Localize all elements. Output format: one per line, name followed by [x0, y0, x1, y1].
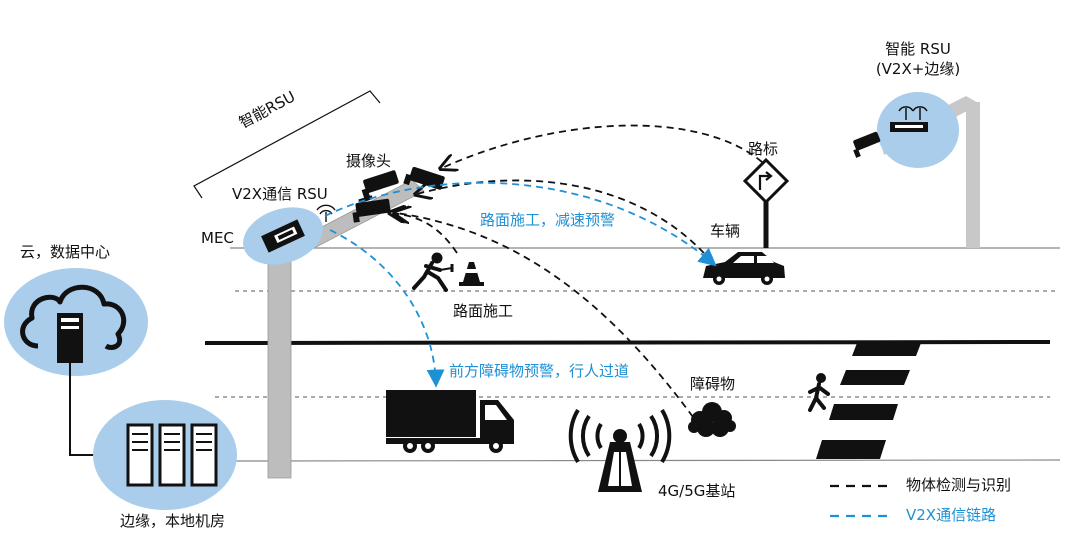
camera-icon [352, 166, 445, 223]
base-station-icon [568, 408, 672, 492]
road-construction-label: 路面施工 [453, 302, 514, 320]
base-station-label: 4G/5G基站 [658, 482, 736, 500]
smart-rsu-bracket [193, 90, 381, 199]
car-icon [703, 252, 785, 285]
construction-worker-icon [412, 252, 454, 292]
right-smart-rsu-unit [853, 92, 959, 168]
road-sign-icon [742, 157, 790, 248]
vehicle-label: 车辆 [710, 222, 741, 240]
road-lines [204, 247, 1061, 462]
cloud-unit [4, 268, 148, 376]
camera-label: 摄像头 [346, 152, 392, 170]
mec-label: MEC [201, 229, 234, 247]
legend-v2x-label: V2X通信链路 [906, 506, 997, 524]
smart-rsu-right-label-line2: (V2X+边缘) [875, 60, 961, 78]
cloud-label: 云，数据中心 [20, 243, 111, 261]
pedestrian-icon [808, 373, 830, 412]
road-sign-label: 路标 [748, 140, 779, 158]
legend-detection-label: 物体检测与识别 [906, 476, 1012, 494]
crosswalk [816, 343, 921, 459]
edge-label: 边缘，本地机房 [120, 512, 226, 530]
obstacle-warning-label: 前方障碍物预警，行人过道 [449, 362, 630, 380]
obstacle-icon [688, 402, 736, 437]
traffic-cone-icon [459, 262, 484, 286]
construction-warning-label: 路面施工，减速预警 [480, 211, 616, 229]
obstacle-label: 障碍物 [690, 375, 736, 393]
edge-server-unit [93, 400, 237, 510]
truck-icon [386, 390, 514, 453]
v2x-links [324, 181, 717, 388]
smart-rsu-right-label-line1: 智能 RSU [885, 40, 951, 58]
v2x-rsu-label: V2X通信 RSU [232, 185, 328, 203]
rsu-antenna-icon [316, 204, 336, 222]
legend-lines [830, 484, 892, 518]
detection-links [391, 124, 763, 418]
mec-unit [243, 207, 323, 265]
